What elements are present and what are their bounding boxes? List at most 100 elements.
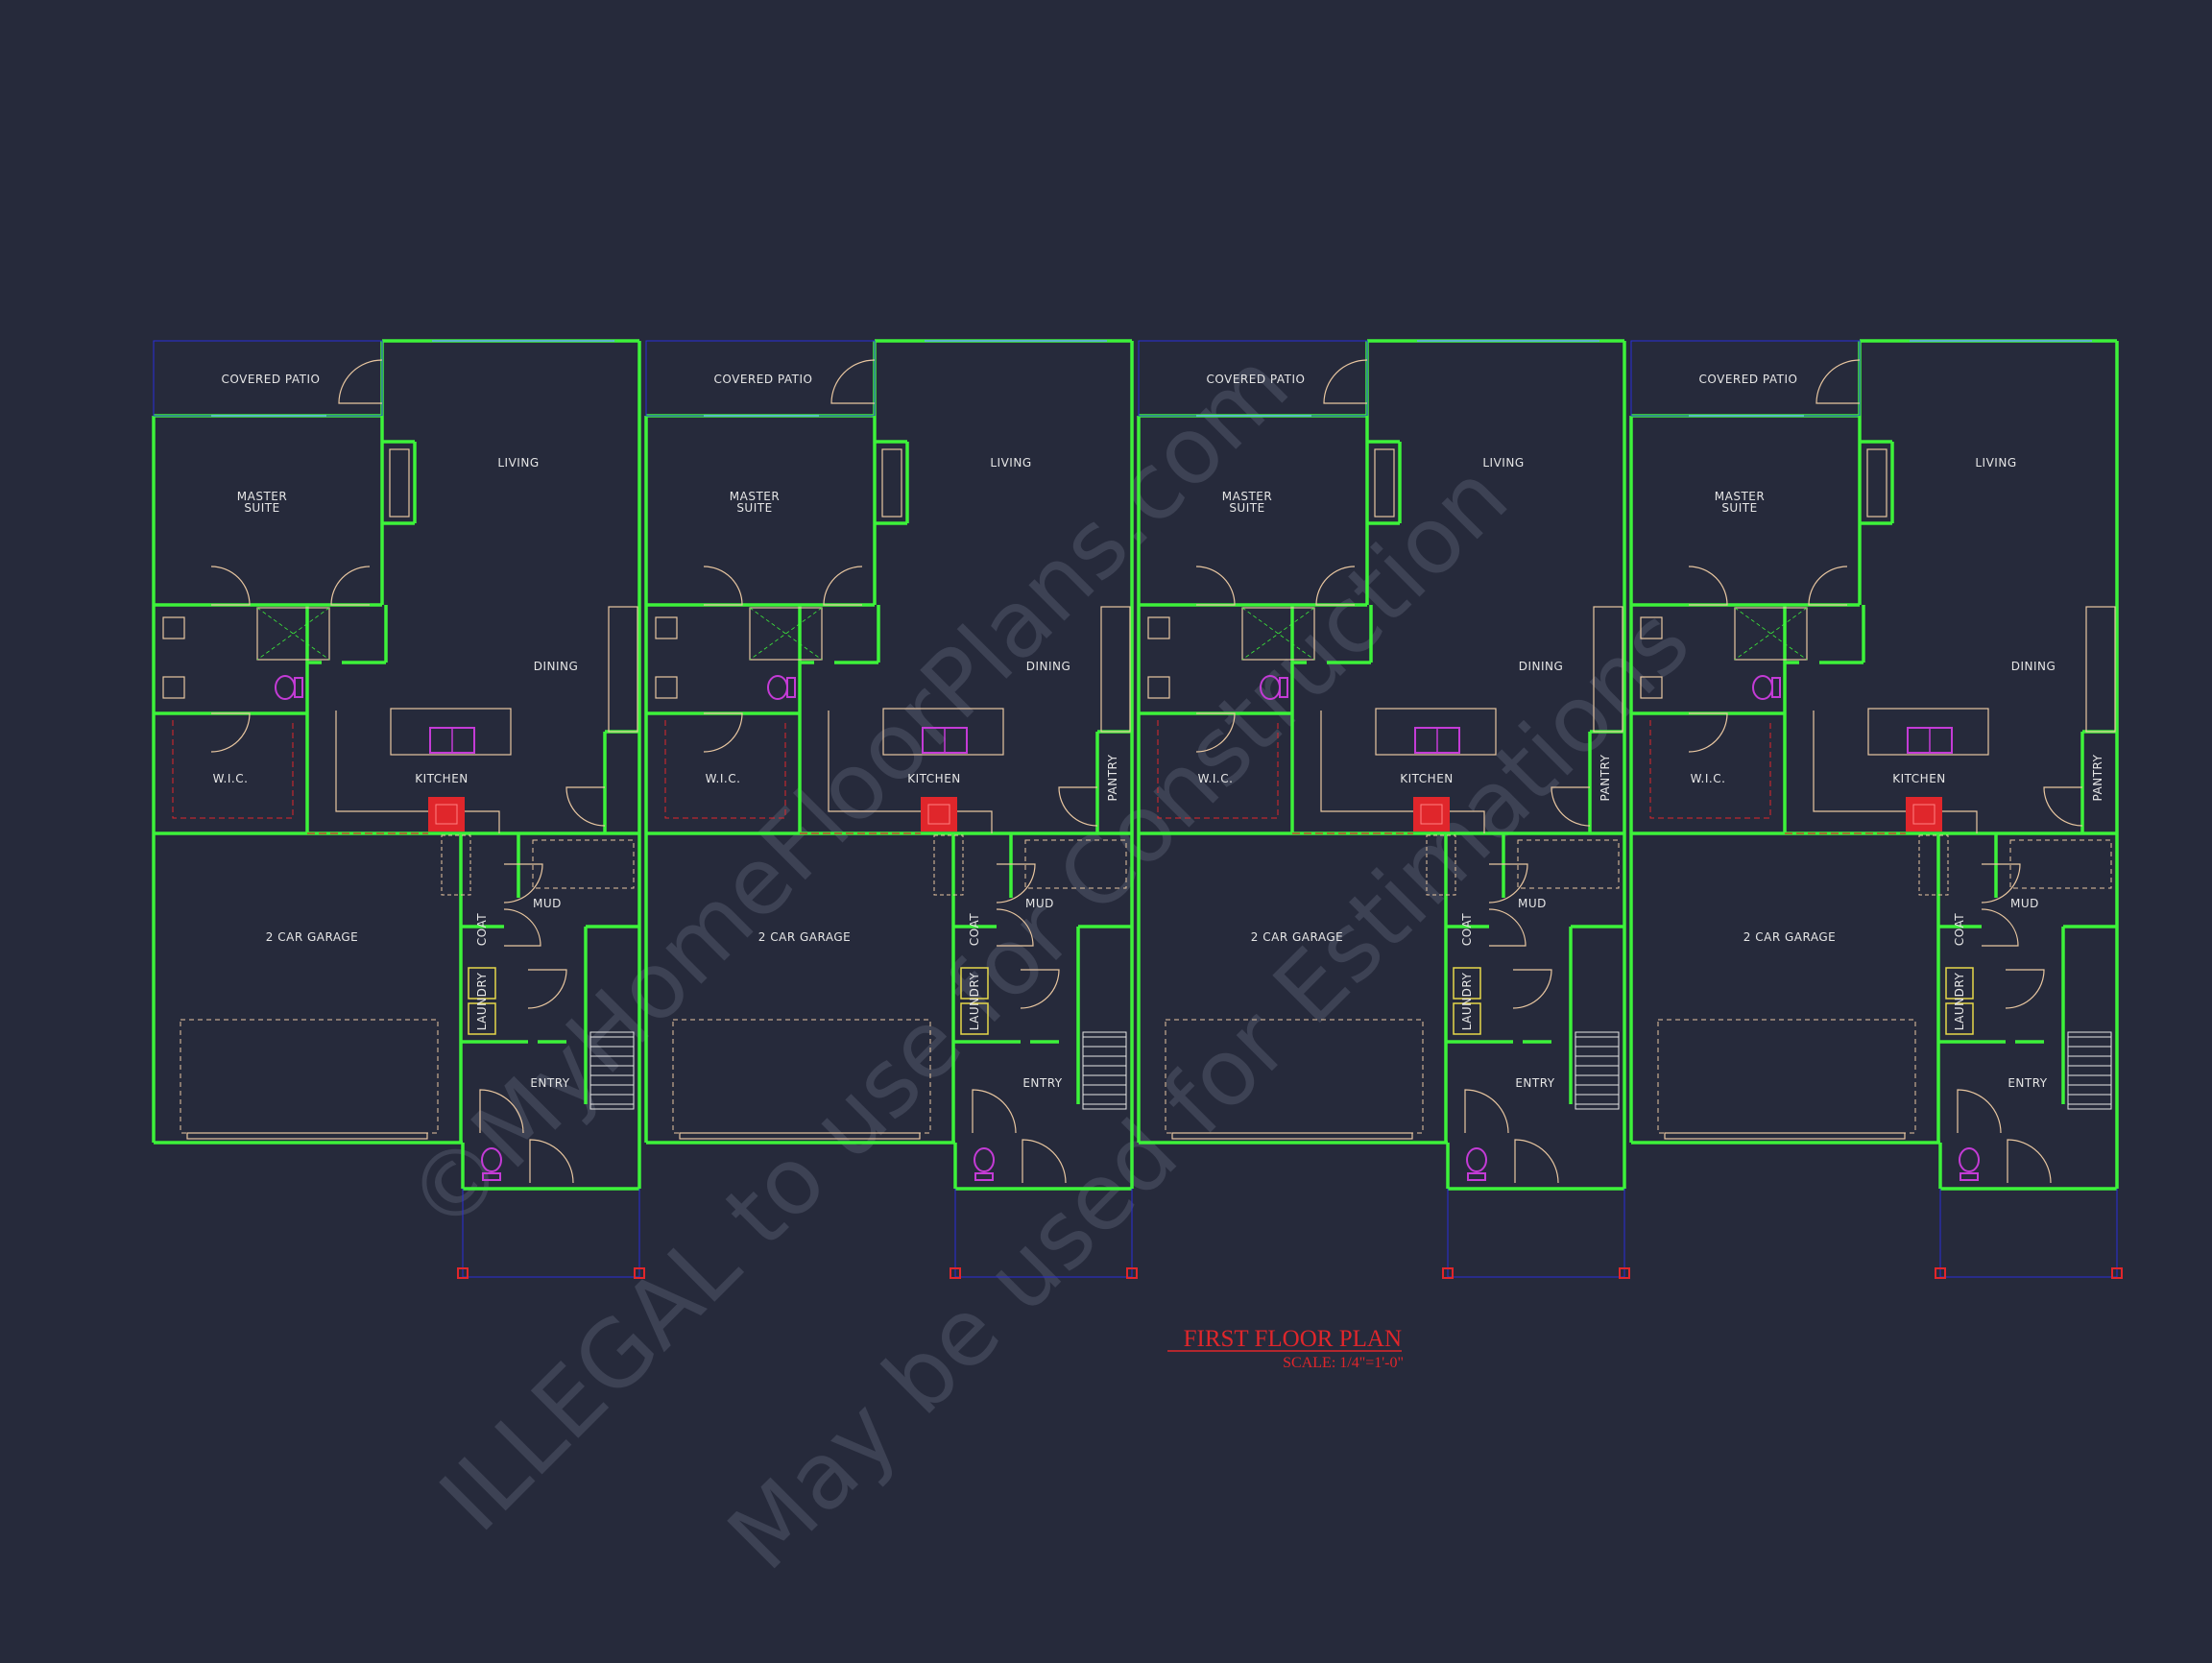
toilet-tank [1467, 1172, 1486, 1181]
entry-door-swing [1514, 1139, 1559, 1184]
shower-drain-line [256, 607, 330, 661]
garage-door [1171, 1132, 1413, 1140]
room-label-master-suite: MASTER [1222, 490, 1272, 503]
washer [960, 967, 989, 1000]
suite-door-swing [1195, 566, 1236, 606]
room-label-laundry: LAUNDRY [1460, 973, 1474, 1031]
landing-steps [1426, 834, 1456, 896]
toilet-tank [1960, 1172, 1979, 1181]
toilet [275, 675, 296, 700]
dryer [1945, 1002, 1974, 1035]
room-label-living: LIVING [1482, 456, 1524, 470]
room-label-master-suite: MASTER [1715, 490, 1765, 503]
room-label-coat: COAT [1460, 913, 1474, 946]
car-parking-outline [1165, 1019, 1424, 1134]
porch-column [2111, 1267, 2123, 1279]
plan-scale: SCALE: 1/4"=1'-0" [1283, 1355, 1404, 1371]
toilet-tank [786, 677, 796, 698]
unit-1: COVERED PATIOLIVINGMASTERSUITEDININGKITC… [152, 339, 645, 1279]
room-label-master-suite-line2: SUITE [1229, 501, 1264, 515]
room-label-pantry: PANTRY [1599, 754, 1612, 801]
toilet [1959, 1147, 1980, 1172]
storage-outline [1517, 839, 1620, 889]
powder-door-swing [972, 1089, 1017, 1134]
vanity-sink [655, 676, 678, 699]
pantry-door-swing [1551, 786, 1591, 827]
room-label-master-suite-line2: SUITE [244, 501, 279, 515]
title-block: FIRST FLOOR PLAN SCALE: 1/4"=1'-0" [1167, 1326, 1404, 1371]
kitchen-island [390, 708, 512, 756]
room-label-covered-patio: COVERED PATIO [222, 373, 321, 386]
townhouse-units: COVERED PATIOLIVINGMASTERSUITEDININGKITC… [152, 339, 2123, 1279]
shower [256, 607, 330, 661]
stair-outline [2067, 1031, 2112, 1110]
laundry-door-swing [1512, 969, 1552, 1009]
toilet [767, 675, 788, 700]
cooktop-burners [435, 804, 458, 825]
bath-door-swing [330, 566, 371, 606]
shower [749, 607, 823, 661]
coat-door-swing [503, 908, 541, 947]
room-label-covered-patio: COVERED PATIO [1699, 373, 1798, 386]
room-label-dining: DINING [1519, 660, 1564, 673]
dryer [1453, 1002, 1481, 1035]
shower-drain-line [1734, 607, 1808, 661]
room-label-master-suite: MASTER [730, 490, 780, 503]
room-label-mud: MUD [1518, 897, 1547, 910]
vanity-sink [1147, 616, 1170, 639]
room-label-mud: MUD [2010, 897, 2039, 910]
room-label-coat: COAT [968, 913, 981, 946]
room-label-entry: ENTRY [2008, 1076, 2047, 1090]
toilet-tank [482, 1172, 501, 1181]
pantry-door-swing [1058, 786, 1098, 827]
media-niche [1374, 448, 1395, 518]
media-niche [389, 448, 410, 518]
porch-column [1935, 1267, 1946, 1279]
room-label-master-suite: MASTER [237, 490, 287, 503]
room-label-kitchen: KITCHEN [415, 772, 469, 785]
closet-shelving [172, 720, 294, 819]
landing-steps [441, 834, 471, 896]
stair-outline [1082, 1031, 1127, 1110]
room-label-laundry: LAUNDRY [475, 973, 489, 1031]
porch-column [1619, 1267, 1630, 1279]
shower-drain-line [1241, 607, 1315, 661]
room-label-entry: ENTRY [530, 1076, 569, 1090]
room-label-wic: W.I.C. [706, 772, 741, 785]
mud-door-swing [1981, 863, 2021, 904]
unit-2: COVERED PATIOLIVINGMASTERSUITEDININGKITC… [644, 339, 1138, 1279]
coat-door-swing [1488, 908, 1527, 947]
unit-3: COVERED PATIOLIVINGMASTERSUITEDININGKITC… [1137, 339, 1630, 1279]
room-label-coat: COAT [475, 913, 489, 946]
room-label-mud: MUD [533, 897, 562, 910]
powder-door-swing [479, 1089, 524, 1134]
porch-column [1442, 1267, 1454, 1279]
storage-outline [1024, 839, 1127, 889]
cooktop-burners [1912, 804, 1936, 825]
range-cooktop [1906, 797, 1942, 832]
vanity-sink [1640, 676, 1663, 699]
room-label-pantry: PANTRY [2091, 754, 2104, 801]
room-label-wic: W.I.C. [1691, 772, 1726, 785]
bath-door-swing [823, 566, 863, 606]
shower-drain-line [749, 607, 823, 661]
room-label-kitchen: KITCHEN [907, 772, 961, 785]
room-label-mud: MUD [1025, 897, 1054, 910]
washer [1945, 967, 1974, 1000]
patio-door-swing [1815, 359, 1861, 404]
shower-drain-line [256, 607, 330, 661]
kitchen-island [1867, 708, 1989, 756]
storage-outline [532, 839, 635, 889]
porch-column [457, 1267, 469, 1279]
laundry-door-swing [2005, 969, 2045, 1009]
garage-door [679, 1132, 921, 1140]
kitchen-island [1375, 708, 1497, 756]
dining-built-in [608, 606, 638, 733]
landing-steps [1918, 834, 1949, 896]
vanity-sink [162, 616, 185, 639]
powder-door-swing [1464, 1089, 1509, 1134]
room-label-wic: W.I.C. [1198, 772, 1234, 785]
toilet [974, 1147, 995, 1172]
mud-door-swing [1488, 863, 1528, 904]
